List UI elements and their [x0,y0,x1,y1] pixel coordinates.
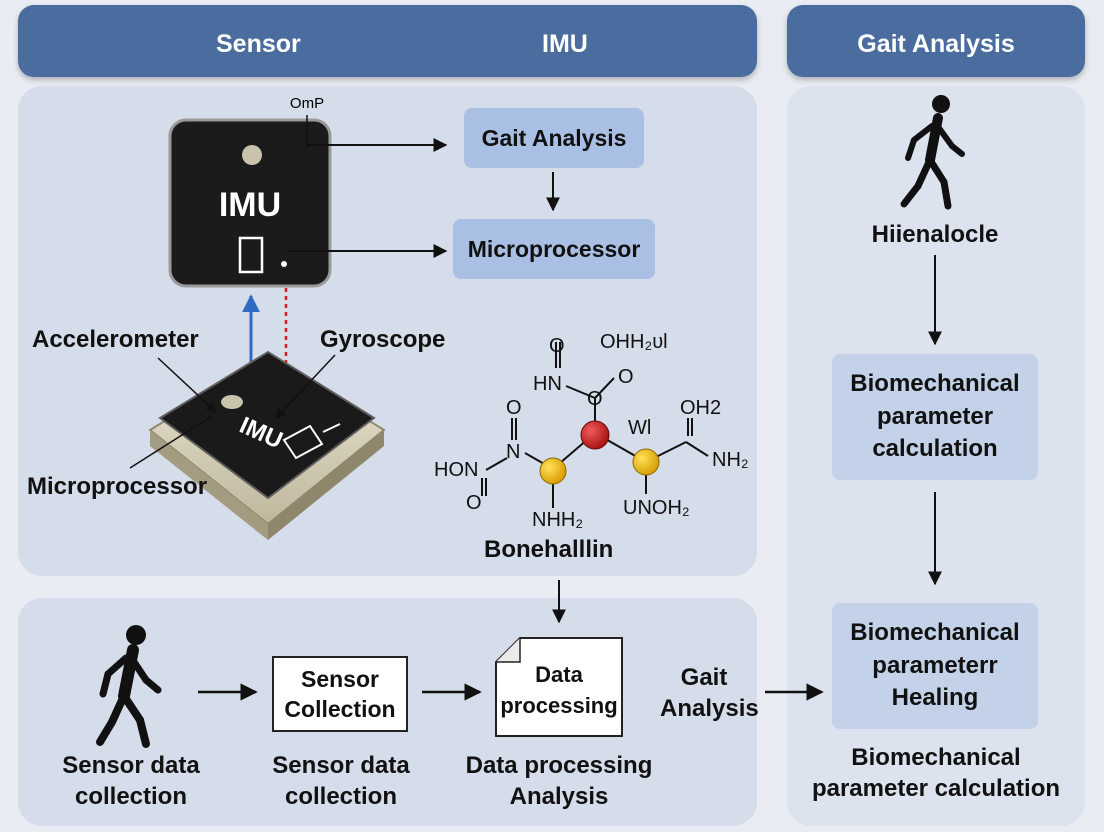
atom-ohh2u: OHH₂ᴜl [600,331,668,353]
atom-nhh2: NHH₂ [532,509,583,531]
microprocessor-box-label: Microprocessor [467,235,641,262]
atom-o-ring: O [618,366,634,388]
atom-unoh2: UNOH₂ [623,497,690,519]
biomech-healing-box-label: Biomechanical parameterr Healing [850,619,1020,712]
header-sensor-label: Sensor [216,30,301,58]
imu-3d-led-icon [221,395,243,409]
molecule-name: Bonehalllin [484,536,614,563]
omp-label: OmP [290,95,324,112]
data-processing-document [495,637,623,737]
biomech-calc-box-label: Biomechanical parameter calculation [850,370,1020,463]
sensor-data-collection-label-2: Sensor data collection [272,752,410,810]
biomech-calc-box: Biomechanical parameter calculation [832,354,1038,480]
biomech-caption: Biomechanical parameter calculation [811,744,1061,802]
gait-analysis-box: Gait Analysis [464,108,644,168]
atom-oh2: OH2 [680,397,721,419]
atom-hon: HON [434,459,478,481]
atom-yellow-left [539,457,567,485]
atom-o-ring2: O [587,388,603,410]
atom-wl: Wl [628,417,651,439]
atom-yellow-right [632,448,660,476]
imu-device-label: IMU [219,186,281,224]
atom-n-left: N [506,441,520,463]
atom-hn: HN [533,373,562,395]
header-gait-analysis: Gait Analysis [787,5,1085,77]
imu-led-icon [242,145,262,165]
atom-o-top: O [549,335,565,357]
sensor-collection-box-label: Sensor Collection [284,665,396,722]
atom-o-low: O [466,492,482,514]
sensor-collection-box: Sensor Collection [272,656,408,732]
gait-analysis-box-label: Gait Analysis [481,124,627,151]
data-processing-box-label: Data processing [500,662,618,718]
imu-device-3d [148,350,386,540]
gait-analysis-label-bottom: Gait Analysis [660,664,759,722]
header-sensor-imu: Sensor IMU [18,5,757,77]
walking-person-icon-right [900,95,965,210]
walking-person-icon-bottom [96,625,162,748]
gyroscope-label: Gyroscope [320,326,446,353]
imu-port-icon [238,236,264,274]
header-gait-label: Gait Analysis [857,30,1015,58]
atom-red [580,420,610,450]
atom-nh2: NH₂ [712,449,749,471]
header-imu-label: IMU [542,30,588,58]
accelerometer-label: Accelerometer [32,326,199,353]
person-label-right: Hiienalocle [871,221,999,248]
imu-device [168,118,332,288]
imu-3d-port-icon [282,424,324,460]
data-processing-analysis-label: Data processing Analysis [465,752,653,810]
microprocessor-box: Microprocessor [453,219,655,279]
biomech-healing-box: Biomechanical parameterr Healing [832,603,1038,729]
sensor-data-collection-label: Sensor data collection [62,752,200,810]
atom-o-left: O [506,397,522,419]
microprocessor-callout-label: Microprocessor [27,473,208,500]
